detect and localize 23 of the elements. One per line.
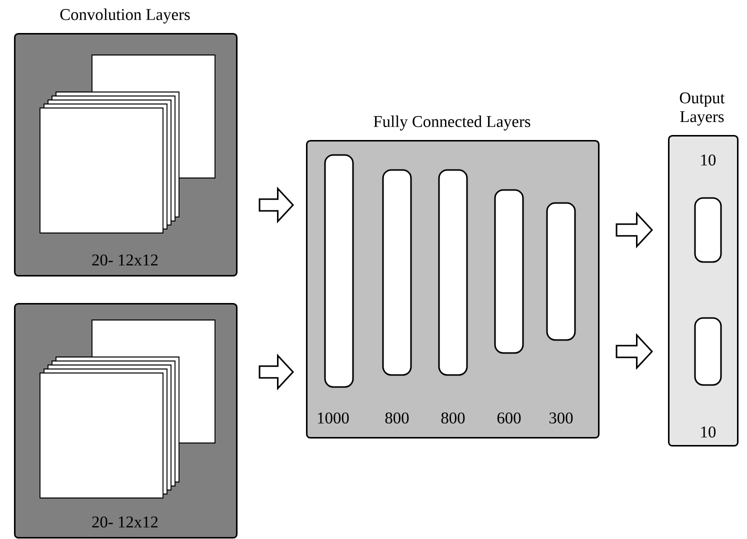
panel-heading: Output Layers bbox=[680, 92, 725, 126]
unit-count: 1000 bbox=[318, 412, 349, 424]
panel-heading: Convolution Layers bbox=[60, 8, 190, 24]
neuron-bar bbox=[324, 154, 354, 388]
unit-count: 800 bbox=[441, 412, 465, 424]
neuron-bar bbox=[382, 169, 412, 376]
block-arrow bbox=[258, 354, 294, 390]
unit-count: 600 bbox=[497, 412, 521, 424]
neuron-bar bbox=[694, 197, 722, 263]
neuron-bar bbox=[438, 169, 468, 376]
unit-count: 10 bbox=[701, 154, 716, 166]
unit-count: 300 bbox=[550, 412, 573, 424]
neuron-bar bbox=[494, 189, 524, 354]
neuron-bar bbox=[546, 202, 576, 341]
panel-heading: Fully Connected Layers bbox=[374, 116, 530, 130]
size-label: 20- 12x12 bbox=[92, 516, 158, 528]
block-arrow bbox=[616, 212, 654, 248]
block-arrow bbox=[258, 186, 294, 224]
neuron-bar bbox=[694, 317, 722, 386]
block-arrow bbox=[616, 333, 654, 370]
unit-count: 800 bbox=[385, 412, 409, 424]
size-label: 20- 12x12 bbox=[92, 254, 158, 266]
unit-count: 10 bbox=[701, 426, 716, 438]
